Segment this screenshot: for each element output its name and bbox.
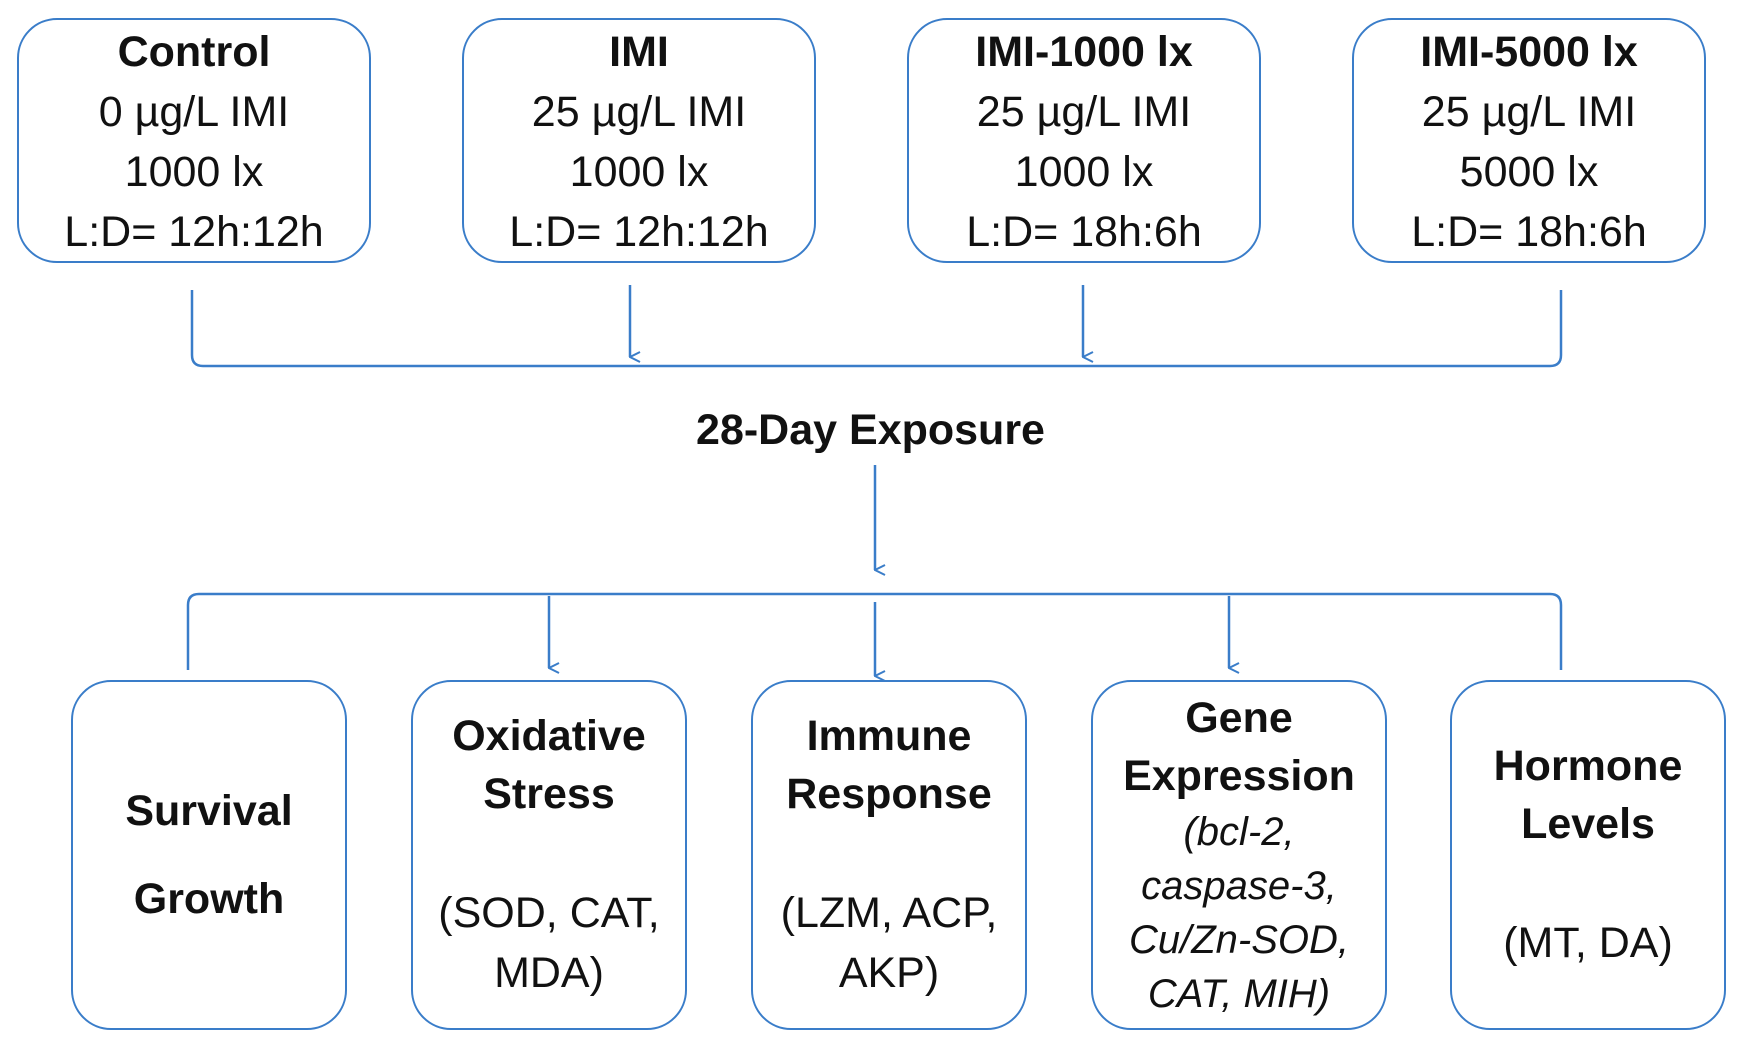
group-photoperiod: L:D= 18h:6h bbox=[966, 207, 1202, 256]
endpoint-title: Levels bbox=[1521, 800, 1655, 848]
group-box-imi-1000: IMI-1000 lx 25 µg/L IMI 1000 lx L:D= 18h… bbox=[907, 18, 1261, 263]
group-light: 1000 lx bbox=[1014, 147, 1154, 196]
bottom-bracket bbox=[186, 592, 1563, 670]
group-concentration: 25 µg/L IMI bbox=[531, 87, 747, 136]
endpoint-detail: (bcl-2, bbox=[1183, 810, 1295, 854]
endpoint-box-immune-response: Immune Response (LZM, ACP, AKP) bbox=[751, 680, 1027, 1030]
exposure-label: 28-Day Exposure bbox=[696, 406, 1045, 454]
group-light: 1000 lx bbox=[569, 147, 709, 196]
group-concentration: 25 µg/L IMI bbox=[976, 87, 1192, 136]
endpoint-title: Survival bbox=[125, 787, 293, 835]
endpoint-detail: MDA) bbox=[494, 949, 604, 997]
group-title: Control bbox=[117, 27, 271, 76]
endpoint-detail: caspase-3, bbox=[1141, 864, 1337, 908]
endpoint-title: Stress bbox=[483, 770, 615, 818]
endpoint-detail: (LZM, ACP, bbox=[780, 889, 998, 937]
endpoint-detail: AKP) bbox=[838, 949, 940, 997]
endpoint-title: Immune bbox=[806, 712, 972, 760]
endpoint-title: Gene bbox=[1185, 694, 1293, 742]
endpoint-detail: (SOD, CAT, bbox=[438, 889, 660, 937]
endpoint-title: Growth bbox=[133, 875, 285, 923]
endpoint-detail: Cu/Zn-SOD, bbox=[1128, 918, 1350, 962]
group-light: 5000 lx bbox=[1459, 147, 1599, 196]
group-concentration: 0 µg/L IMI bbox=[98, 87, 290, 136]
group-title: IMI-5000 lx bbox=[1420, 27, 1638, 76]
group-photoperiod: L:D= 12h:12h bbox=[509, 207, 769, 256]
group-box-control: Control 0 µg/L IMI 1000 lx L:D= 12h:12h bbox=[17, 18, 371, 263]
group-title: IMI-1000 lx bbox=[975, 27, 1193, 76]
endpoint-box-survival: Survival Growth bbox=[71, 680, 347, 1030]
top-bracket bbox=[190, 290, 1563, 368]
group-box-imi-5000: IMI-5000 lx 25 µg/L IMI 5000 lx L:D= 18h… bbox=[1352, 18, 1706, 263]
group-photoperiod: L:D= 12h:12h bbox=[64, 207, 324, 256]
endpoint-detail: (MT, DA) bbox=[1503, 919, 1673, 967]
group-title: IMI bbox=[609, 27, 669, 76]
group-photoperiod: L:D= 18h:6h bbox=[1411, 207, 1647, 256]
endpoint-title: Oxidative bbox=[452, 712, 646, 760]
endpoint-box-oxidative-stress: Oxidative Stress (SOD, CAT, MDA) bbox=[411, 680, 687, 1030]
group-light: 1000 lx bbox=[124, 147, 264, 196]
group-concentration: 25 µg/L IMI bbox=[1421, 87, 1637, 136]
endpoint-title: Hormone bbox=[1493, 742, 1683, 790]
group-box-imi: IMI 25 µg/L IMI 1000 lx L:D= 12h:12h bbox=[462, 18, 816, 263]
endpoint-title: Expression bbox=[1123, 752, 1355, 800]
endpoint-box-gene-expression: Gene Expression (bcl-2, caspase-3, Cu/Zn… bbox=[1091, 680, 1387, 1030]
endpoint-title: Response bbox=[786, 770, 992, 818]
endpoint-detail: CAT, MIH) bbox=[1147, 972, 1331, 1016]
endpoint-box-hormone-levels: Hormone Levels (MT, DA) bbox=[1450, 680, 1726, 1030]
